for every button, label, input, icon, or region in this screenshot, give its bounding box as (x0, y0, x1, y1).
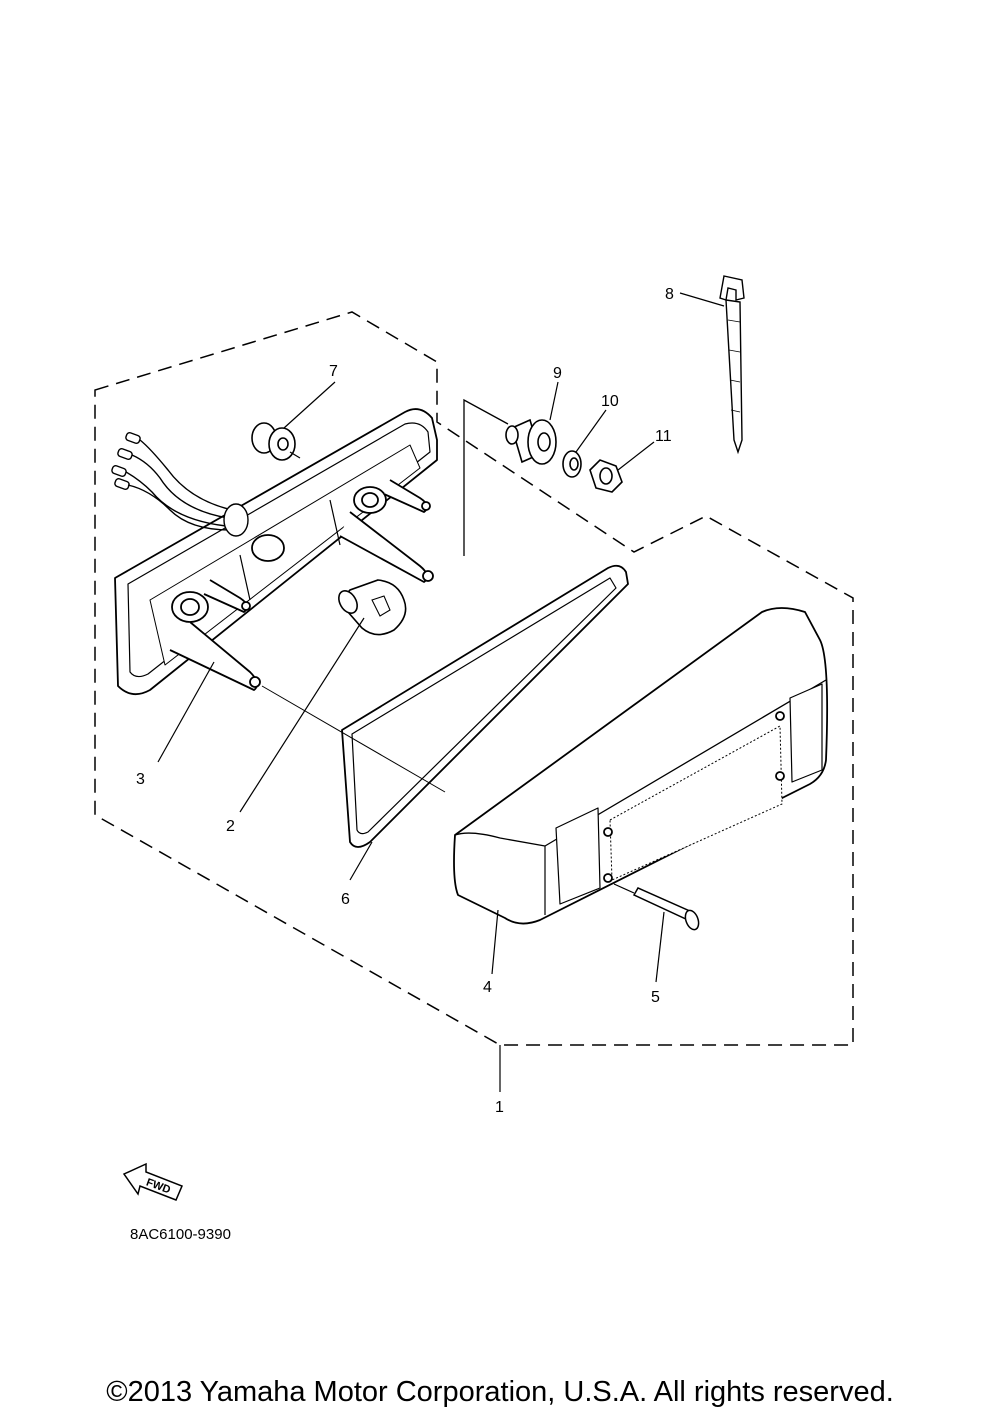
callout-3: 3 (136, 771, 145, 788)
lens (453, 607, 829, 925)
callout-4: 4 (483, 979, 492, 996)
wire-harness (111, 431, 249, 537)
callout-11: 11 (655, 428, 672, 445)
bulb (338, 579, 407, 636)
hardware-leader (463, 398, 509, 556)
gasket (341, 564, 629, 848)
callout-5: 5 (651, 989, 660, 1006)
callout-6: 6 (341, 891, 350, 908)
callout-9: 9 (553, 365, 562, 382)
copyright-notice: ©2013 Yamaha Motor Corporation, U.S.A. A… (106, 1376, 894, 1408)
collar (505, 418, 557, 465)
nut (589, 459, 623, 493)
screw (613, 883, 700, 931)
callout-7: 7 (329, 363, 338, 380)
grommet (251, 422, 301, 461)
callout-1: 1 (495, 1099, 504, 1116)
callout-10: 10 (601, 393, 619, 410)
assembly-boundary (94, 311, 854, 1046)
washer (562, 450, 582, 478)
callout-2: 2 (226, 818, 235, 835)
leader-lines (157, 292, 725, 1092)
lamp-housing (114, 408, 438, 696)
cable-tie (719, 275, 745, 455)
callout-8: 8 (665, 286, 674, 303)
diagram-code: 8AC6100-9390 (130, 1226, 231, 1243)
forward-arrow-icon: FWD (122, 1162, 183, 1201)
